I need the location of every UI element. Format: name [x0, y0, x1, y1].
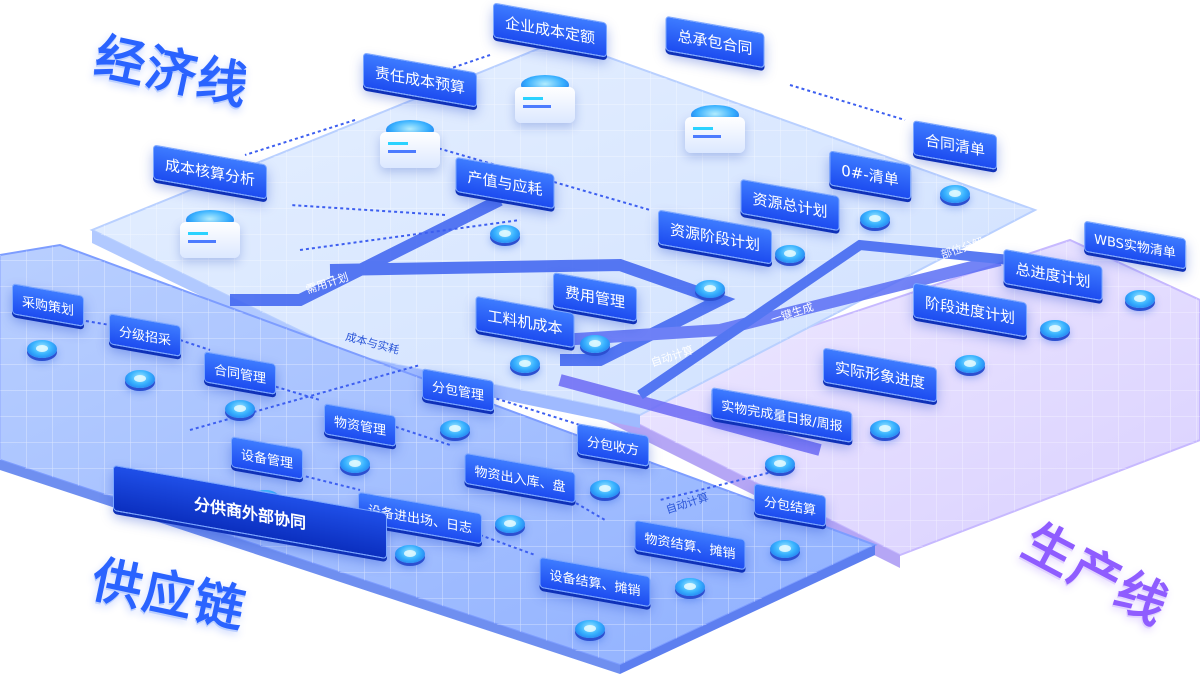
server-icon [380, 120, 440, 170]
chip-wbs-list [1125, 290, 1155, 308]
chip-subcontract-management [440, 420, 470, 438]
node-base-icon [510, 355, 540, 373]
chip-material-management [340, 455, 370, 473]
node-base-icon [870, 420, 900, 438]
chip-subcontract-settlement [770, 540, 800, 558]
chip-labor-material-machine [510, 355, 540, 373]
chip-subcontract-acceptance [590, 480, 620, 498]
chip-stage-schedule [955, 355, 985, 373]
chip-contract-list [940, 185, 970, 203]
node-base-icon [765, 455, 795, 473]
node-base-icon [1040, 320, 1070, 338]
server-cost-accounting-analysis [180, 210, 240, 258]
chip-expense-management [580, 335, 610, 353]
node-base-icon [440, 420, 470, 438]
chip-zero-list [860, 210, 890, 228]
node-base-icon [590, 480, 620, 498]
chip-master-schedule [1040, 320, 1070, 338]
server-enterprise-cost-quota [515, 75, 575, 123]
server-responsibility-cost-budget [380, 120, 440, 168]
node-base-icon [340, 455, 370, 473]
node-base-icon [695, 280, 725, 298]
node-base-icon [1125, 290, 1155, 308]
node-base-icon [770, 540, 800, 558]
node-base-icon [575, 620, 605, 638]
node-base-icon [495, 515, 525, 533]
server-general-contract [685, 105, 745, 153]
server-icon [180, 210, 240, 260]
chip-resource-stage-plan [695, 280, 725, 298]
chip-graded-bidding [125, 370, 155, 388]
chip-material-settlement [675, 578, 705, 596]
economic-plane [89, 38, 1038, 428]
node-base-icon [490, 225, 520, 243]
chip-contract-management [225, 400, 255, 418]
chip-output-consumption [490, 225, 520, 243]
chip-equipment-settlement [575, 620, 605, 638]
node-base-icon [940, 185, 970, 203]
chip-equipment-log [395, 545, 425, 563]
flow-bands [230, 194, 1011, 456]
chip-purchase-planning [27, 340, 57, 358]
node-base-icon [225, 400, 255, 418]
node-base-icon [125, 370, 155, 388]
node-base-icon [775, 245, 805, 263]
server-icon [685, 105, 745, 155]
node-base-icon [27, 340, 57, 358]
node-base-icon [395, 545, 425, 563]
node-base-icon [580, 335, 610, 353]
dotted-connectors [79, 54, 906, 556]
node-base-icon [860, 210, 890, 228]
node-base-icon [955, 355, 985, 373]
chip-physical-report [765, 455, 795, 473]
server-icon [515, 75, 575, 125]
chip-material-in-out [495, 515, 525, 533]
chip-resource-total-plan [775, 245, 805, 263]
node-base-icon [675, 578, 705, 596]
chip-actual-progress [870, 420, 900, 438]
